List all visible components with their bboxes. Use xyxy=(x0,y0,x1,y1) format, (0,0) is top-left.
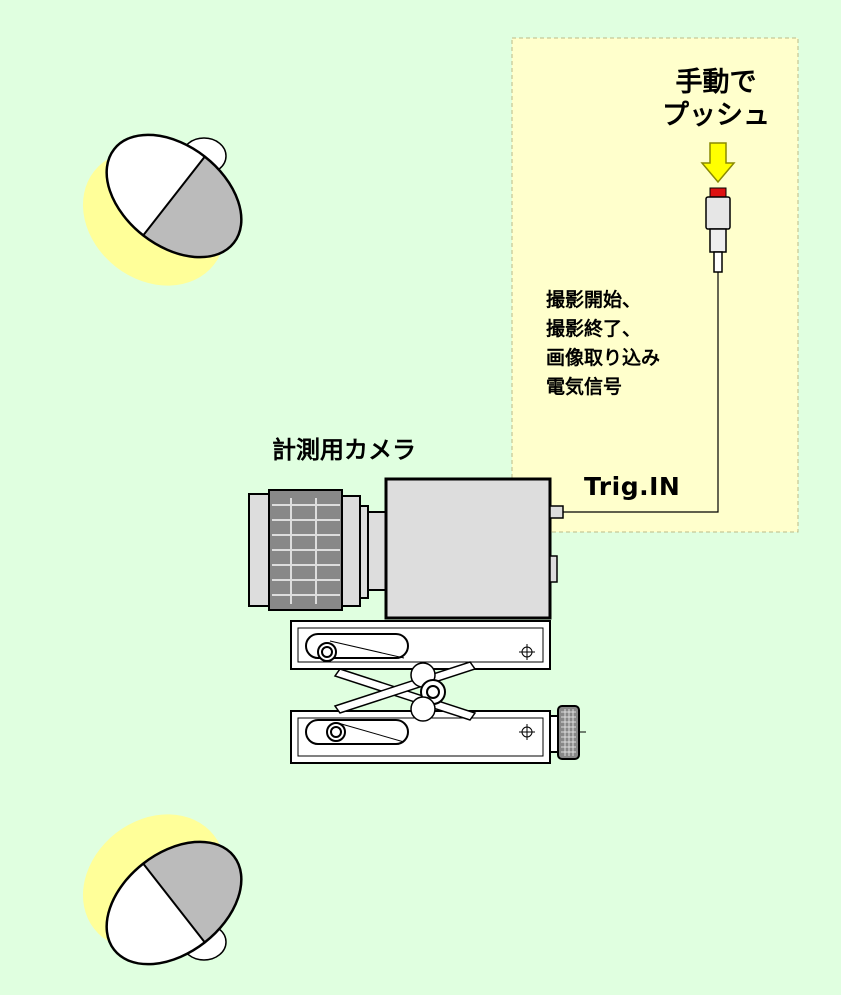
lamp-top xyxy=(82,133,265,286)
signal-description: 撮影開始、 撮影終了、 画像取り込み 電気信号 xyxy=(546,286,660,402)
lamp-bottom xyxy=(82,814,265,966)
signal-line-2: 撮影終了、 xyxy=(546,318,642,340)
trigger-connector xyxy=(549,505,564,519)
manual-push-label: 手動で プッシュ xyxy=(662,66,770,132)
signal-line-3: 画像取り込み xyxy=(546,347,661,369)
down-arrow-icon xyxy=(700,142,736,184)
push-button-icon xyxy=(705,187,731,273)
signal-line-4: 電気信号 xyxy=(546,376,623,398)
trigger-panel xyxy=(511,37,799,533)
manual-push-line-1: 手動で xyxy=(675,67,757,98)
manual-push-line-2: プッシュ xyxy=(662,100,770,131)
trigger-cable xyxy=(563,272,719,513)
trigger-input-label: Trig.IN xyxy=(584,472,681,501)
camera-label: 計測用カメラ xyxy=(272,436,416,464)
camera-icon xyxy=(248,477,564,620)
lab-jack-icon xyxy=(290,620,586,764)
signal-line-1: 撮影開始、 xyxy=(546,289,642,311)
